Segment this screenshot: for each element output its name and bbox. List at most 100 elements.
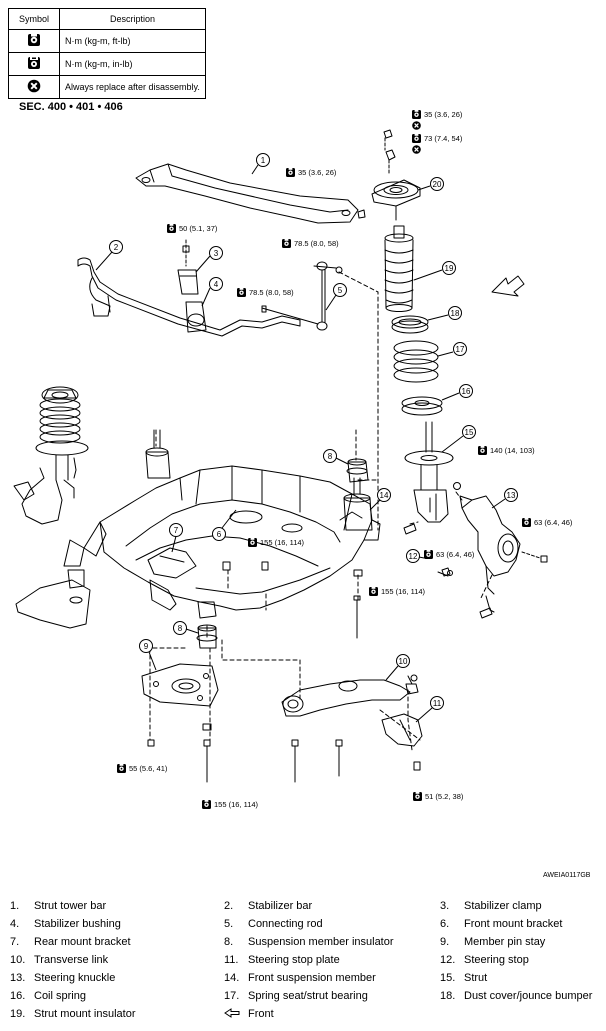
table-description: N·m (kg-m, ft-lb) [59,29,206,53]
strut-mount [371,179,421,221]
svg-text:17: 17 [456,345,465,354]
svg-text:63 (6.4, 46): 63 (6.4, 46) [436,550,475,559]
svg-text:73 (7.4, 54): 73 (7.4, 54) [424,134,463,143]
table-description: N·m (kg-m, in-lb) [59,52,206,76]
legend-item: 8.Suspension member insulator [224,936,394,948]
transverse-link [281,674,419,717]
table-description: Always replace after disassembly. [59,75,206,99]
table-row: N·m (kg-m, ft-lb) [8,29,206,53]
legend-item: 18.Dust cover/jounce bumper [440,990,593,1002]
callout-7: 7 [169,523,183,553]
callout-4: 4 [201,277,223,307]
callout-10: 10 [385,654,410,681]
svg-text:35 (3.6, 26): 35 (3.6, 26) [424,110,463,119]
svg-text:155 (16, 114): 155 (16, 114) [214,800,259,809]
svg-text:8: 8 [328,452,333,461]
svg-text:18: 18 [451,309,460,318]
legend-item: 5.Connecting rod [224,918,323,930]
front-arrow-icon [224,1007,248,1021]
torque-label: 155 (16, 114) [369,587,426,596]
front-suspension-member [63,465,381,611]
callout-12: 12 [406,549,425,563]
callout-14: 14 [369,488,391,511]
parts-legend: 1.Strut tower bar 2.Stabilizer bar 3.Sta… [10,897,604,1023]
strut-tower-bar [135,163,359,224]
stabilizer-bar [77,257,301,337]
svg-text:2: 2 [114,243,119,252]
member-pin-stay [141,663,219,707]
torque-label: 35 (3.6, 26) [412,110,463,119]
legend-item: 14.Front suspension member [224,972,376,984]
legend-item: 6.Front mount bracket [440,918,563,930]
suspension-member-insulator [196,458,369,649]
svg-text:140 (14, 103): 140 (14, 103) [490,446,535,455]
torque-label: 140 (14, 103) [478,446,535,455]
svg-text:11: 11 [433,699,442,708]
legend-item: 13.Steering knuckle [10,972,116,984]
svg-text:51 (5.2, 38): 51 (5.2, 38) [425,792,464,801]
callout-15: 15 [441,425,476,453]
legend-row: 4.Stabilizer bushing 5.Connecting rod 6.… [10,915,604,933]
svg-text:6: 6 [217,530,222,539]
front-arrow [491,275,525,297]
dust-cover [384,225,414,312]
legend-item: 17.Spring seat/strut bearing [224,990,368,1002]
torque-label: 155 (16, 114) [202,800,259,809]
strut [404,421,461,523]
legend-row: 16.Coil spring 17.Spring seat/strut bear… [10,987,604,1005]
svg-text:19: 19 [445,264,454,273]
legend-item: 10.Transverse link [10,954,109,966]
svg-text:4: 4 [214,280,219,289]
legend-item: 3.Stabilizer clamp [440,900,542,912]
legend-row: 13.Steering knuckle 14.Front suspension … [10,969,604,987]
callout-2: 2 [95,240,123,271]
legend-item: Front [224,1008,440,1021]
replace-part-icon [411,144,422,155]
stabilizer-clamp [177,239,199,295]
svg-text:155 (16, 114): 155 (16, 114) [381,587,426,596]
stabilizer-bushing [185,301,207,333]
jounce-bumper [391,315,429,334]
table-row: Always replace after disassembly. [8,75,206,99]
legend-row: 7.Rear mount bracket 8.Suspension member… [10,933,604,951]
callout-18: 18 [427,306,462,321]
svg-text:55 (5.6, 41): 55 (5.6, 41) [129,764,168,773]
callout-9: 9 [139,639,157,671]
svg-text:8: 8 [178,624,183,633]
svg-text:9: 9 [144,642,149,651]
section-label: SEC. 400 • 401 • 406 [19,101,123,113]
guide-lines [149,271,493,751]
suspension-diagram: 35 (3.6, 26) 73 (7.4, 54) 35 (3.6, 26) 5… [13,110,573,809]
torque-label: 73 (7.4, 54) [412,134,463,143]
svg-text:15: 15 [465,428,474,437]
figure-code: AWEIA0117GB [543,872,591,879]
assembled-strut-left [13,386,89,525]
torque-wrench-icon [8,29,60,53]
torque-label: 51 (5.2, 38) [413,792,464,801]
steering-stop-plate [381,713,423,747]
replace-part-icon [411,120,422,131]
svg-text:20: 20 [433,180,442,189]
svg-text:12: 12 [409,552,418,561]
mount-nut [357,129,396,219]
torque-label: 155 (16, 114) [248,538,305,547]
legend-item: 2.Stabilizer bar [224,900,313,912]
legend-item: 12.Steering stop [440,954,529,966]
svg-text:16: 16 [462,387,471,396]
torque-label: 35 (3.6, 26) [286,168,337,177]
torque-label: 50 (5.1, 37) [167,224,218,233]
svg-text:50 (5.1, 37): 50 (5.1, 37) [179,224,218,233]
svg-text:1: 1 [261,156,266,165]
assembled-member-stay-left [15,569,91,629]
torque-label: 55 (5.6, 41) [117,764,168,773]
callout-11: 11 [415,696,444,723]
callout-8a: 8 [323,449,349,465]
svg-text:14: 14 [380,491,389,500]
legend-item: 9.Member pin stay [440,936,546,948]
legend-item: 16.Coil spring [10,990,86,1002]
svg-text:78.5 (8.0, 58): 78.5 (8.0, 58) [294,239,339,248]
callout-3: 3 [195,246,223,273]
torque-label: 78.5 (8.0, 58) [282,239,339,248]
legend-row: 1.Strut tower bar 2.Stabilizer bar 3.Sta… [10,897,604,915]
svg-text:5: 5 [338,286,343,295]
